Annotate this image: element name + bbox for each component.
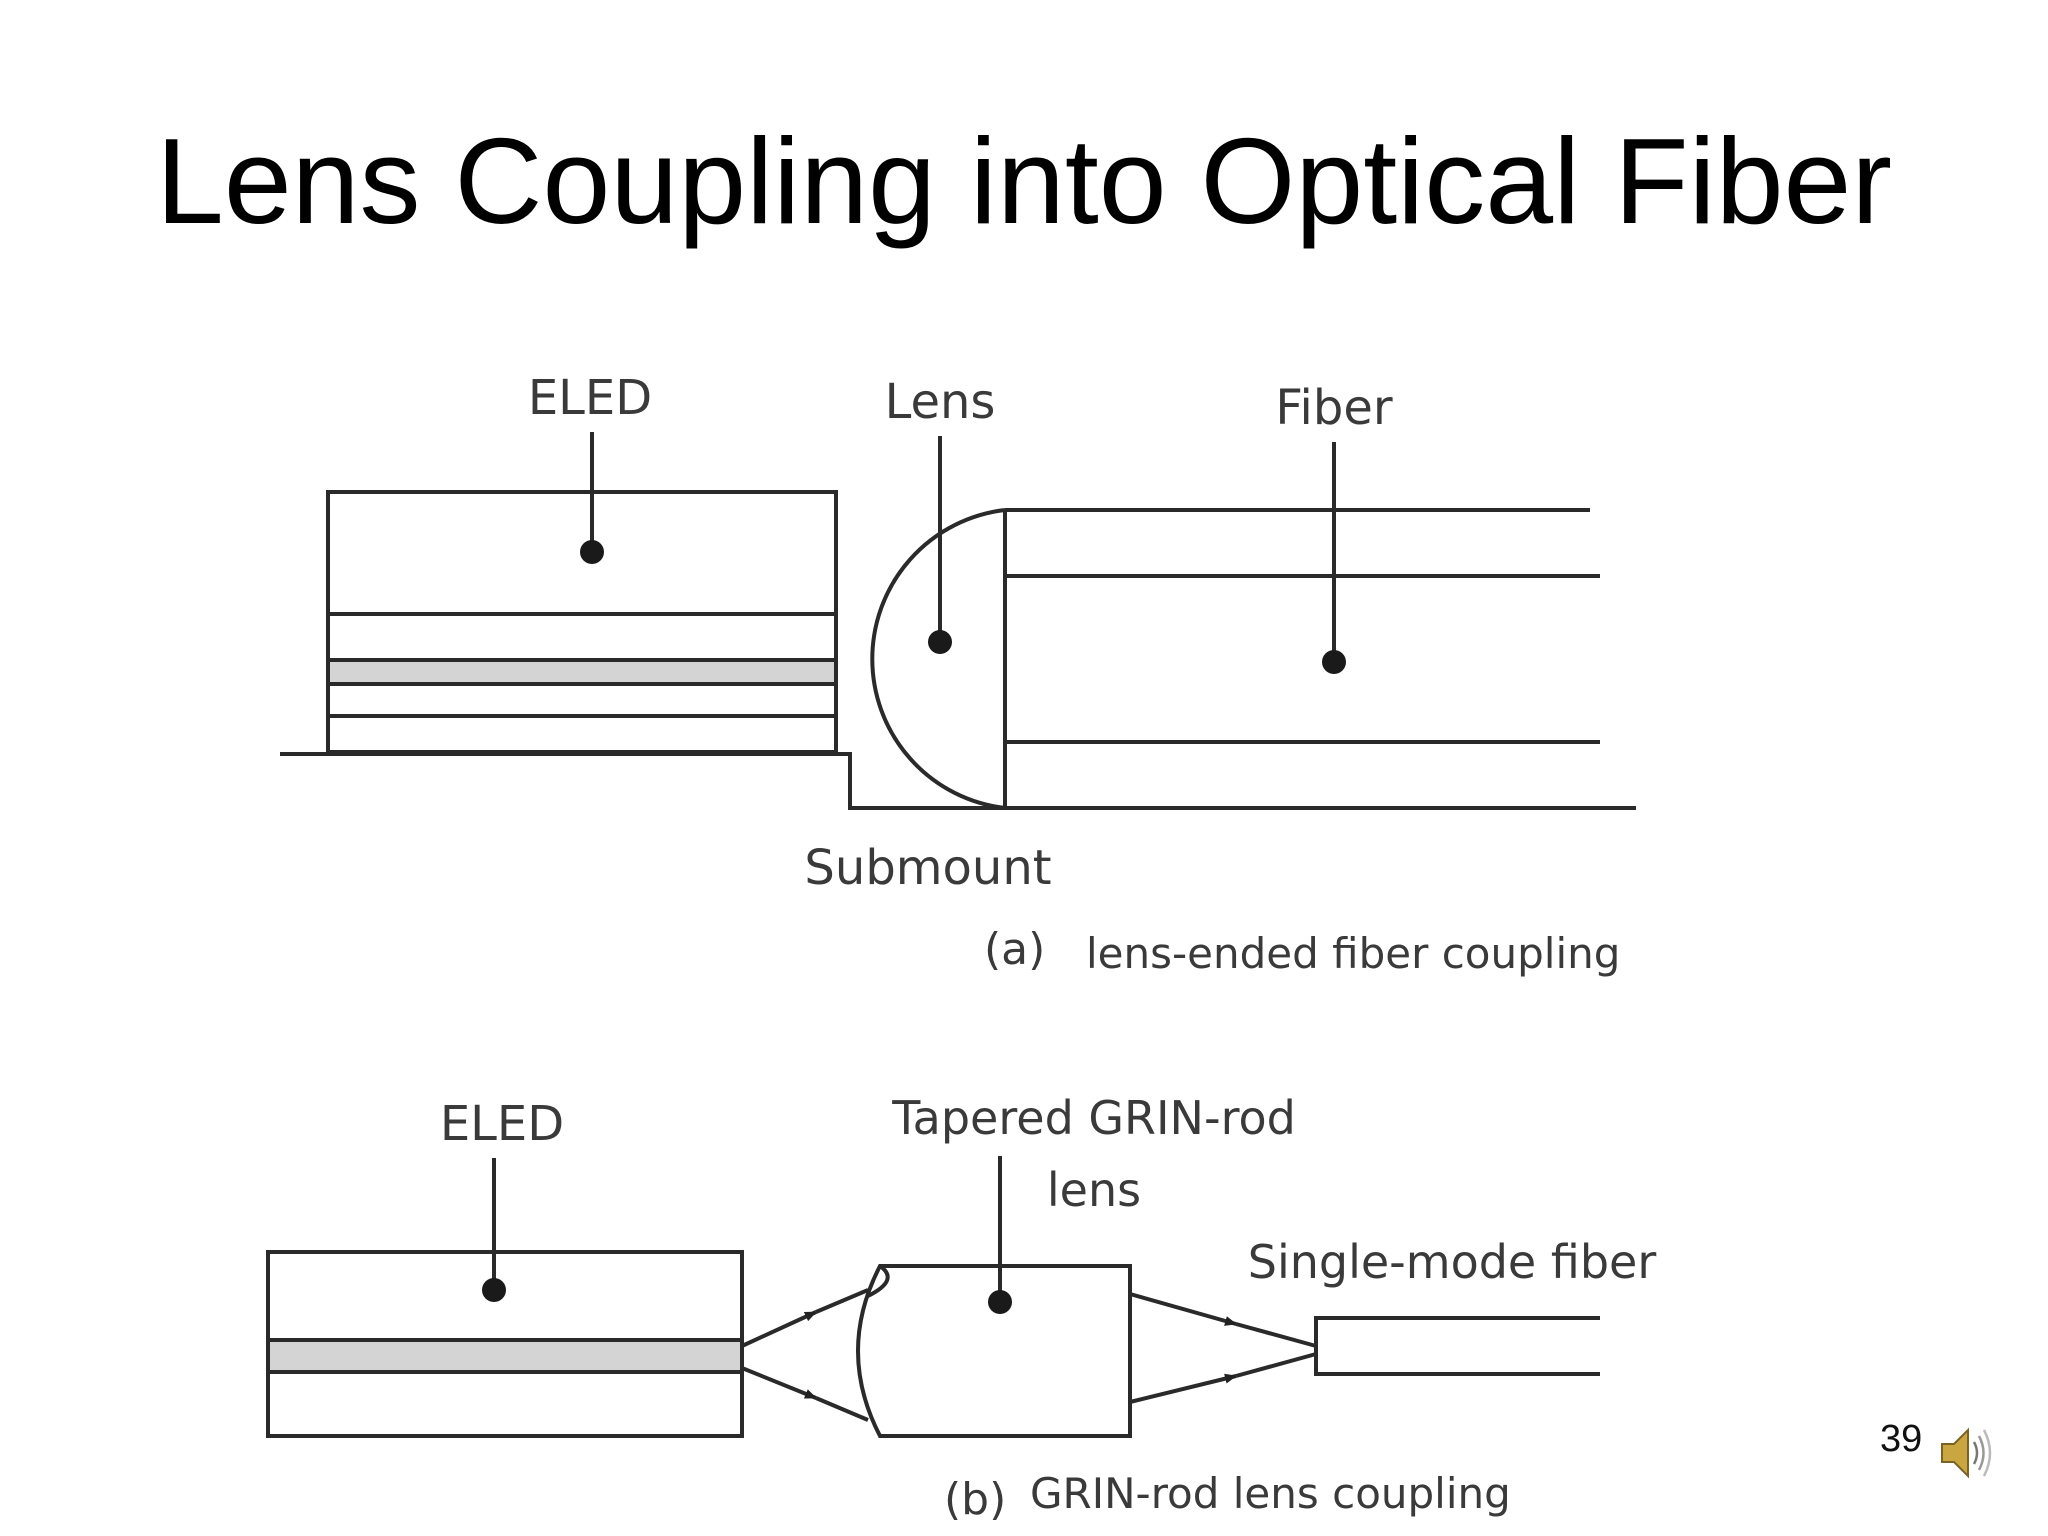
label-single-mode-fiber: Single-mode fiber — [1248, 1235, 1657, 1289]
label-lens-a: Lens — [885, 374, 996, 430]
label-grin-lens-line1: Tapered GRIN-rod — [891, 1091, 1296, 1145]
submount-line — [280, 752, 1636, 810]
lens-a — [870, 508, 1006, 810]
caption-a: lens-ended fiber coupling — [1086, 929, 1620, 978]
caption-b-tag: (b) — [944, 1474, 1006, 1525]
diagram-a — [280, 432, 1636, 810]
caption-b: GRIN-rod lens coupling — [1030, 1469, 1511, 1518]
page-number: 39 — [1880, 1418, 1923, 1460]
label-submount: Submount — [804, 840, 1051, 896]
slide-title: Lens Coupling into Optical Fiber — [155, 113, 1893, 249]
label-fiber-a: Fiber — [1275, 380, 1392, 436]
label-grin-lens-line2: lens — [1047, 1163, 1141, 1217]
grin-lens — [856, 1264, 1132, 1438]
caption-a-tag: (a) — [984, 924, 1045, 975]
eled-b-active-layer — [266, 1338, 744, 1374]
eled-a-active-layer — [326, 658, 838, 686]
diagram-b — [266, 1156, 1600, 1438]
label-eled-b: ELED — [440, 1096, 564, 1152]
single-mode-fiber — [1314, 1316, 1600, 1376]
speaker-icon[interactable] — [1938, 1420, 1994, 1486]
eled-a-body — [326, 490, 838, 754]
label-eled-a: ELED — [528, 370, 652, 426]
